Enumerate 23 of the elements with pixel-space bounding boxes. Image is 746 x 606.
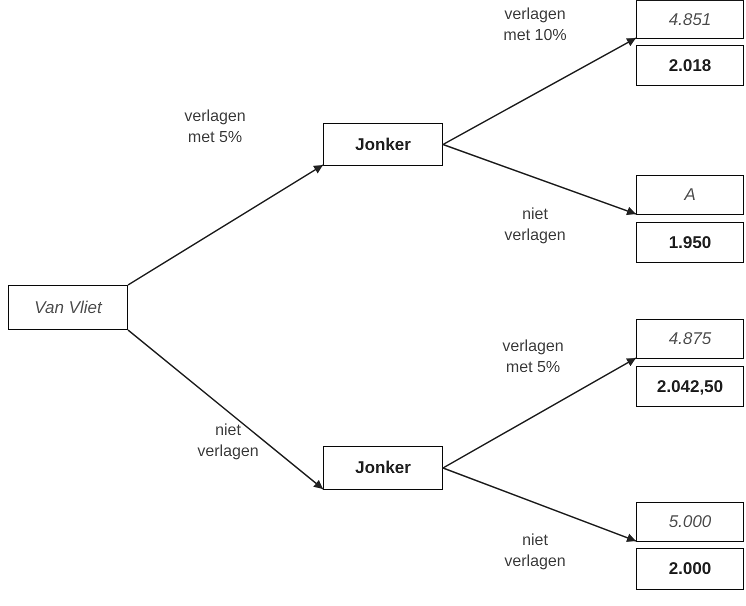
arrow xyxy=(442,144,636,216)
payoff-box: 4.851 xyxy=(636,0,744,39)
arrow xyxy=(442,357,636,469)
payoff-box: 1.950 xyxy=(636,222,744,263)
arrow xyxy=(442,37,636,146)
arrow xyxy=(128,329,324,490)
payoff-box: 2.042,50 xyxy=(636,366,744,407)
player-box: Jonker xyxy=(323,123,443,166)
payoff-box: 4.875 xyxy=(636,319,744,359)
edge-label: niet verlagen xyxy=(503,205,567,246)
edge-label: niet verlagen xyxy=(196,421,260,462)
player-box: Jonker xyxy=(323,446,443,490)
arrow xyxy=(442,467,636,542)
payoff-box: 2.018 xyxy=(636,45,744,86)
payoff-box: A xyxy=(636,175,744,215)
edge-label: verlagen met 5% xyxy=(183,107,247,148)
edge-label: niet verlagen xyxy=(503,531,567,572)
arrow xyxy=(128,164,324,286)
edge-label: verlagen met 10% xyxy=(502,5,568,46)
payoff-box: 2.000 xyxy=(636,548,744,590)
edge-label: verlagen met 5% xyxy=(501,337,565,378)
payoff-box: 5.000 xyxy=(636,502,744,542)
player-box: Van Vliet xyxy=(8,285,128,330)
